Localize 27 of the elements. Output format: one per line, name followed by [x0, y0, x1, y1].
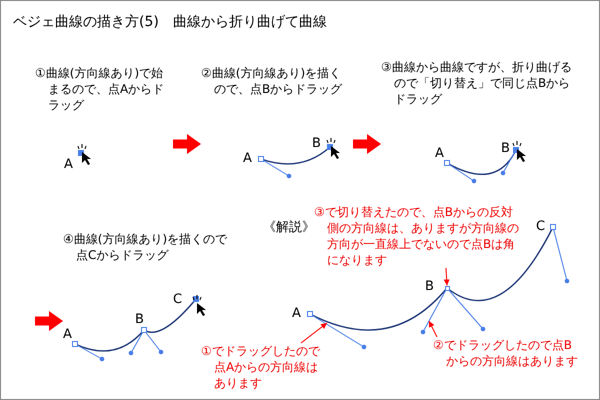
leader-line: [428, 320, 438, 338]
leader-line: [300, 322, 328, 344]
point-label: A: [63, 328, 72, 342]
point-label: C: [173, 293, 182, 307]
point-label: B: [501, 142, 510, 156]
arrow: [353, 134, 381, 154]
annotation-text: ②でドラッグしたので点Bからの方向線はあります: [433, 337, 578, 369]
step-instruction-text: ④曲線(方向線あり)を描くので点Cからドラッグ: [63, 231, 228, 263]
title-text: ベジェ曲線の描き方(5) 曲線から折り曲げて曲線: [13, 15, 327, 29]
leader-line: [444, 268, 450, 286]
anchor-point: [444, 286, 450, 290]
step-instruction-text: ①曲線(方向線あり)で始まるので、点Aからドラッグ: [35, 65, 166, 113]
point-label: A: [243, 152, 252, 166]
step-instruction-text: ②曲線(方向線あり)を描くので、点Bからドラッグ: [201, 65, 344, 97]
point-label: B: [135, 313, 144, 327]
arrow: [173, 134, 201, 154]
annotation-text: ③で切り替えたので、点Bからの反対側の方向線は、ありますが方向線の方向が一直線上でないので点Bは角になります: [314, 204, 519, 268]
point-label: A: [64, 158, 73, 172]
point-label: C: [536, 220, 546, 234]
point-label: B: [312, 137, 321, 151]
point-label: A: [292, 307, 301, 321]
step-instruction-text: ③曲線から曲線ですが、折り曲げるので「切り替え」で同じ点Bからドラッグ: [381, 59, 573, 107]
point-label: B: [425, 280, 434, 294]
annotation-text: ①でドラッグしたので点Aからの方向線はあります: [201, 343, 322, 391]
point-label: A: [435, 147, 444, 161]
arrow: [35, 311, 63, 331]
section-heading: 《解説》: [263, 221, 315, 235]
